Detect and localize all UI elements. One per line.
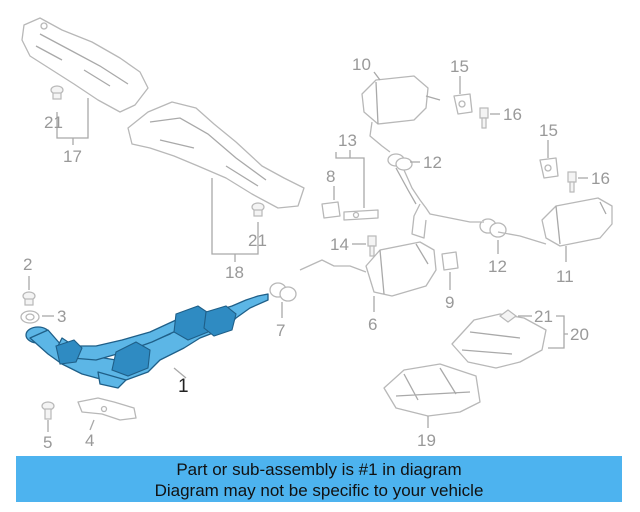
front-pipe-assembly-highlighted [25, 293, 269, 389]
bracket-13 [343, 209, 379, 221]
bolt-16-b [567, 171, 577, 193]
callout-9: 9 [445, 293, 454, 312]
callout-19: 19 [417, 431, 436, 450]
callout-1: 1 [178, 376, 189, 397]
callout-16-a: 16 [503, 105, 522, 124]
leader-20-bracket [548, 315, 568, 349]
clamp-7 [269, 282, 297, 302]
callout-15-b: 15 [539, 121, 558, 140]
callout-17: 17 [63, 147, 82, 166]
callout-5: 5 [43, 433, 52, 452]
heat-shield-upper [21, 17, 149, 113]
callout-21-b: 21 [248, 231, 267, 250]
callout-14: 14 [330, 235, 349, 254]
callout-21-a: 21 [44, 113, 63, 132]
banner-line-2: Diagram may not be specific to your vehi… [154, 481, 484, 500]
callout-13: 13 [338, 131, 357, 150]
callout-16-b: 16 [591, 169, 610, 188]
callout-20: 20 [570, 325, 589, 344]
muffler-upper [361, 75, 441, 153]
bolt-14 [367, 235, 377, 257]
clamp-12-lower [479, 218, 507, 238]
callout-18: 18 [225, 263, 244, 282]
callout-12-b: 12 [488, 257, 507, 276]
rubber-mount-8 [321, 201, 341, 219]
callout-21-c: 21 [534, 307, 553, 326]
leader-13-bracket [335, 150, 365, 208]
gasket-3 [20, 310, 40, 324]
clamp-12-upper [387, 153, 413, 171]
banner-line-1: Part or sub-assembly is #1 in diagram [176, 460, 462, 479]
intermediate-pipe [395, 167, 484, 239]
callout-4: 4 [85, 431, 94, 450]
info-banner: Part or sub-assembly is #1 in diagram Di… [16, 456, 622, 502]
nut-21-a [50, 85, 64, 100]
leader-18-bracket [211, 178, 259, 262]
callout-6: 6 [368, 315, 377, 334]
leader-17-bracket [56, 98, 89, 145]
nut-21-b [251, 202, 265, 217]
callout-8: 8 [326, 167, 335, 186]
bolt-16-a [479, 107, 489, 129]
callout-10: 10 [352, 55, 371, 74]
callout-7: 7 [276, 321, 285, 340]
leader-10 [373, 71, 381, 81]
leader-1 [173, 367, 187, 379]
hanger-15-a [453, 93, 473, 115]
bolt-5 [41, 401, 55, 420]
callout-2: 2 [23, 255, 32, 274]
callout-15-a: 15 [450, 57, 469, 76]
heat-shield-20 [451, 313, 547, 369]
rubber-mount-9 [441, 251, 459, 271]
nut-21-c [499, 309, 517, 323]
leader-4 [89, 419, 95, 431]
hanger-15-b [539, 157, 559, 179]
underbody-shield-19 [383, 363, 481, 417]
rear-muffler [497, 197, 613, 247]
exhaust-system-diagram: 21 17 21 18 10 15 16 13 8 14 [20, 17, 613, 452]
callout-12-a: 12 [423, 153, 442, 172]
callout-11: 11 [556, 267, 574, 286]
heat-shield-middle [127, 101, 305, 209]
nut-2 [22, 291, 36, 306]
center-muffler [299, 241, 437, 297]
callout-3: 3 [57, 307, 66, 326]
bracket-4 [77, 397, 137, 421]
